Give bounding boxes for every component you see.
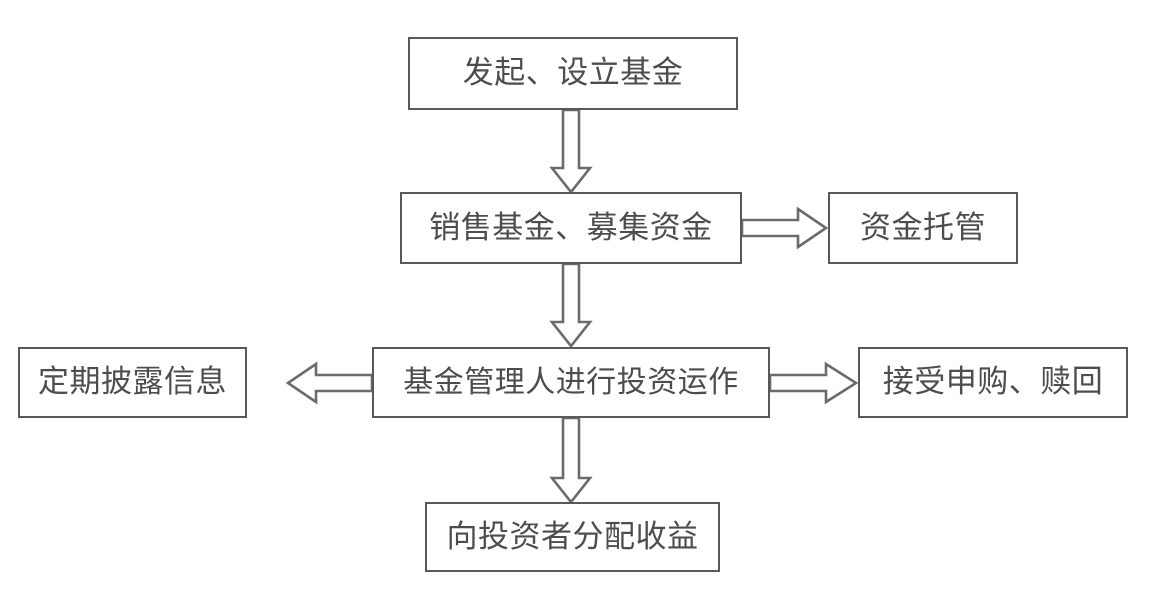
arrow-manager-to-subscribe [768,361,859,405]
node-subscribe-redeem[interactable]: 接受申购、赎回 [858,347,1128,418]
arrow-sell-to-custody [740,206,829,250]
node-manager-invest[interactable]: 基金管理人进行投资运作 [372,347,770,418]
arrow-initiate-to-sell [549,108,593,195]
node-distribute-label: 向投资者分配收益 [446,518,699,555]
arrow-manager-to-distribute [549,416,593,505]
node-distribute[interactable]: 向投资者分配收益 [425,502,720,572]
node-sell-raise-label: 销售基金、募集资金 [429,209,713,246]
arrow-manager-to-disclose [285,361,374,405]
node-manager-invest-label: 基金管理人进行投资运作 [403,364,739,400]
node-custody[interactable]: 资金托管 [828,192,1018,264]
node-custody-label: 资金托管 [860,209,986,246]
node-initiate-label: 发起、设立基金 [462,55,684,91]
node-initiate[interactable]: 发起、设立基金 [408,37,738,110]
node-disclose-label: 定期披露信息 [38,364,227,400]
node-subscribe-redeem-label: 接受申购、赎回 [882,364,1104,400]
node-sell-raise[interactable]: 销售基金、募集资金 [400,192,742,264]
arrow-sell-to-manager [549,262,593,349]
node-disclose[interactable]: 定期披露信息 [18,347,247,418]
